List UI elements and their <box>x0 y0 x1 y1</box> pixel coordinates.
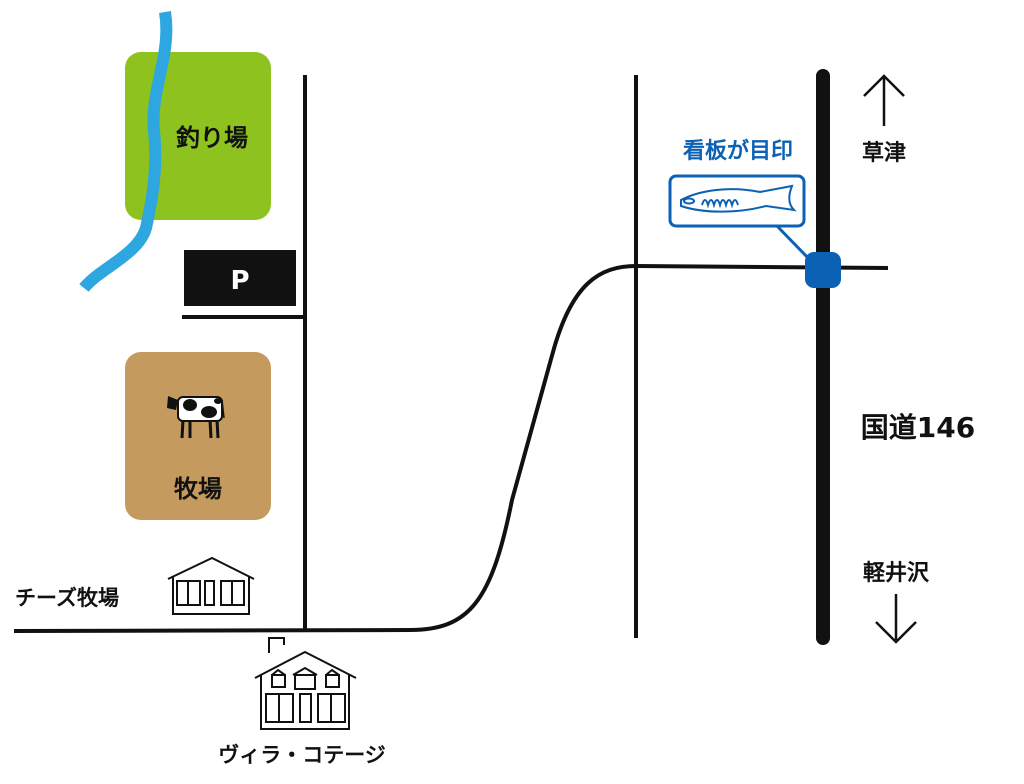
landmark-marker <box>805 252 841 288</box>
arrow-up-icon <box>863 74 905 126</box>
arrow-down-icon <box>875 594 917 644</box>
cow-icon <box>167 396 225 439</box>
roads <box>13 69 889 645</box>
cheese-ranch-label: チーズ牧場 <box>15 586 119 610</box>
landmark-label: 看板が目印 <box>683 138 793 164</box>
ranch-area <box>125 352 271 520</box>
route-label: 国道146 <box>861 411 975 444</box>
villa-label: ヴィラ・コテージ <box>218 743 386 767</box>
cheese-ranch-house-icon <box>167 556 255 615</box>
south-destination: 軽井沢 <box>863 560 930 586</box>
fishing-label: 釣り場 <box>176 124 248 152</box>
road-main-curve <box>13 263 889 633</box>
north-destination: 草津 <box>862 140 906 166</box>
fish-sign-icon <box>668 174 814 264</box>
river <box>79 11 173 293</box>
villa-house-icon <box>254 637 357 730</box>
ranch-label: 牧場 <box>174 475 222 503</box>
parking-sign: P <box>184 250 296 306</box>
svg-text:P: P <box>230 266 249 296</box>
